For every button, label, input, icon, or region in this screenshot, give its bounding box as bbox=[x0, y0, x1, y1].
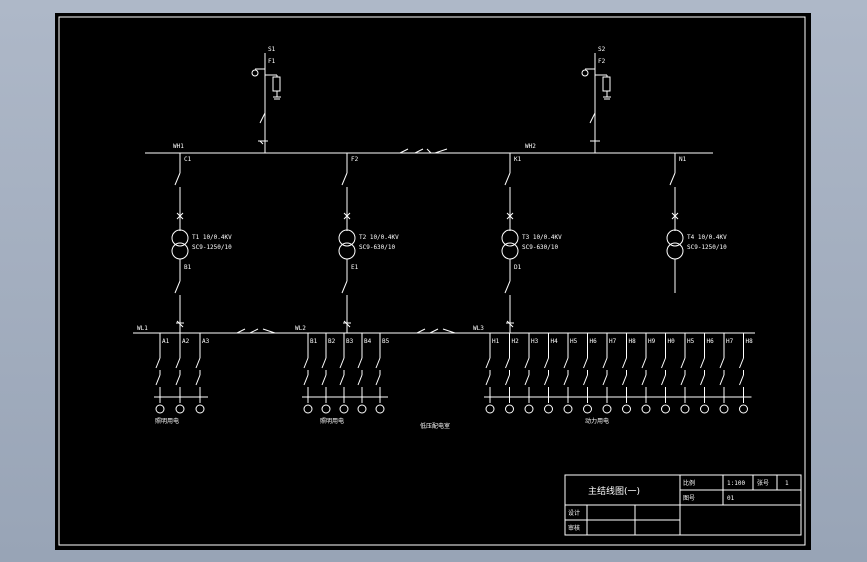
feeder-label: H0 bbox=[668, 338, 676, 345]
feeder-branches: A1 A2 A3 B1 B2 B3 B4 B5 H1 H2 H3 H4 H5 H6 H7 H8 H9 H0 H5 H6… bbox=[154, 333, 754, 414]
drawing-no-value: 01 bbox=[727, 495, 735, 502]
lv-bus-1-label: WL1 bbox=[137, 325, 148, 332]
feeder-wl3-3: H4 bbox=[544, 333, 559, 414]
feeder-wl3-2: H3 bbox=[524, 333, 539, 414]
feeder-label: H6 bbox=[707, 338, 715, 345]
center-label: 低压配电室 bbox=[420, 422, 450, 430]
feeder-wl2-3: B4 bbox=[357, 333, 372, 414]
feeder-label: H2 bbox=[512, 338, 520, 345]
feeder-wl1-0: A1 bbox=[155, 333, 170, 414]
feeder-label: A1 bbox=[162, 338, 170, 345]
feeder-wl3-4: H5 bbox=[563, 333, 578, 414]
feeder-wl2-1: B2 bbox=[321, 333, 336, 414]
source-s1-label: S1 bbox=[268, 46, 276, 53]
transformer-t4: T4 10/0.4KV SC9-1250/10 N1 bbox=[666, 153, 727, 293]
lv-bus-tie-1 bbox=[236, 328, 276, 334]
hv-bus-2-label: WH2 bbox=[525, 143, 536, 150]
group-label-2: 照明用电 bbox=[320, 417, 344, 425]
reviewer-label: 审核 bbox=[568, 524, 580, 532]
feeder-wl3-10: H5 bbox=[680, 333, 695, 414]
feeder-label: H7 bbox=[609, 338, 617, 345]
transformer-rating: T3 10/0.4KV bbox=[522, 234, 562, 241]
lv-breaker-label: E1 bbox=[351, 264, 359, 271]
feeder-wl3-13: H8 bbox=[739, 333, 754, 414]
feeder-label: B4 bbox=[364, 338, 372, 345]
feeder-label: H1 bbox=[492, 338, 500, 345]
feeder-wl3-6: H7 bbox=[602, 333, 617, 414]
source-s2-label: S2 bbox=[598, 46, 606, 53]
feeder-wl3-9: H0 bbox=[661, 333, 676, 414]
group-label-1: 照明用电 bbox=[155, 417, 179, 425]
feeder-label: A2 bbox=[182, 338, 190, 345]
lv-breaker-label: B1 bbox=[184, 264, 192, 271]
feeder-wl3-12: H7 bbox=[719, 333, 734, 414]
feeder-wl3-11: H6 bbox=[700, 333, 715, 414]
transformer-model: SC9-1250/10 bbox=[687, 244, 727, 251]
feeder-wl3-0: H1 bbox=[485, 333, 500, 414]
feeder-wl3-5: H6 bbox=[583, 333, 598, 414]
feeder-label: A3 bbox=[202, 338, 210, 345]
drawing-no-label: 图号 bbox=[683, 495, 695, 502]
feeder-wl1-1: A2 bbox=[175, 333, 190, 414]
title-text: 主结线图(一) bbox=[588, 485, 640, 497]
feeder-label: B3 bbox=[346, 338, 354, 345]
hv-bus-1-label: WH1 bbox=[173, 143, 184, 150]
sheet-value: 1 bbox=[785, 480, 789, 487]
feeder-label: B2 bbox=[328, 338, 336, 345]
single-line-diagram: WH1 WH2 S1 F1 S2 F2 bbox=[58, 16, 806, 546]
hv-breaker-label: C1 bbox=[184, 156, 192, 163]
lv-bus-3-label: WL3 bbox=[473, 325, 484, 332]
transformer-rating: T1 10/0.4KV bbox=[192, 234, 232, 241]
feeder-wl2-2: B3 bbox=[339, 333, 354, 414]
feeder-wl3-8: H9 bbox=[641, 333, 656, 414]
feeder-label: H4 bbox=[551, 338, 559, 345]
hv-breaker-label: F2 bbox=[351, 156, 359, 163]
feeder-label: H7 bbox=[726, 338, 734, 345]
feeder-wl3-7: H8 bbox=[622, 333, 637, 414]
source-f2-label: F2 bbox=[598, 58, 606, 65]
lv-breaker-label: D1 bbox=[514, 264, 522, 271]
feeder-label: B5 bbox=[382, 338, 390, 345]
transformer-model: SC9-630/10 bbox=[522, 244, 559, 251]
designer-label: 设计 bbox=[568, 509, 580, 517]
ratio-value: 1:100 bbox=[727, 480, 745, 487]
feeder-label: H5 bbox=[570, 338, 578, 345]
feeder-wl1-2: A3 bbox=[195, 333, 210, 414]
title-block: 主结线图(一) 设计 审核 比例 1:100 张号 1 图号 01 bbox=[564, 474, 802, 536]
sheet-label: 张号 bbox=[757, 479, 769, 487]
source-s2: S2 F2 bbox=[581, 46, 611, 153]
feeder-label: H5 bbox=[687, 338, 695, 345]
feeder-label: H6 bbox=[590, 338, 598, 345]
transformer-rating: T4 10/0.4KV bbox=[687, 234, 727, 241]
source-s1: S1 F1 bbox=[251, 46, 281, 153]
transformer-rating: T2 10/0.4KV bbox=[359, 234, 399, 241]
feeder-wl2-0: B1 bbox=[303, 333, 318, 414]
hv-bus-tie-switch bbox=[399, 148, 448, 154]
transformer-model: SC9-630/10 bbox=[359, 244, 396, 251]
hv-breaker-label: K1 bbox=[514, 156, 522, 163]
feeder-label: H8 bbox=[629, 338, 637, 345]
drawing-sheet: WH1 WH2 S1 F1 S2 F2 bbox=[55, 13, 811, 550]
lv-bus-tie-2 bbox=[416, 328, 456, 334]
feeder-wl2-4: B5 bbox=[375, 333, 390, 414]
feeder-label: H3 bbox=[531, 338, 539, 345]
ratio-label: 比例 bbox=[683, 479, 695, 487]
hv-breaker-label: N1 bbox=[679, 156, 687, 163]
source-f1-label: F1 bbox=[268, 58, 276, 65]
lv-bus-2-label: WL2 bbox=[295, 325, 306, 332]
group-label-3: 动力用电 bbox=[585, 417, 609, 425]
drawing-border bbox=[58, 16, 806, 546]
feeder-wl3-1: H2 bbox=[505, 333, 520, 414]
feeder-label: H8 bbox=[746, 338, 754, 345]
feeder-label: H9 bbox=[648, 338, 656, 345]
feeder-label: B1 bbox=[310, 338, 318, 345]
transformer-model: SC9-1250/10 bbox=[192, 244, 232, 251]
